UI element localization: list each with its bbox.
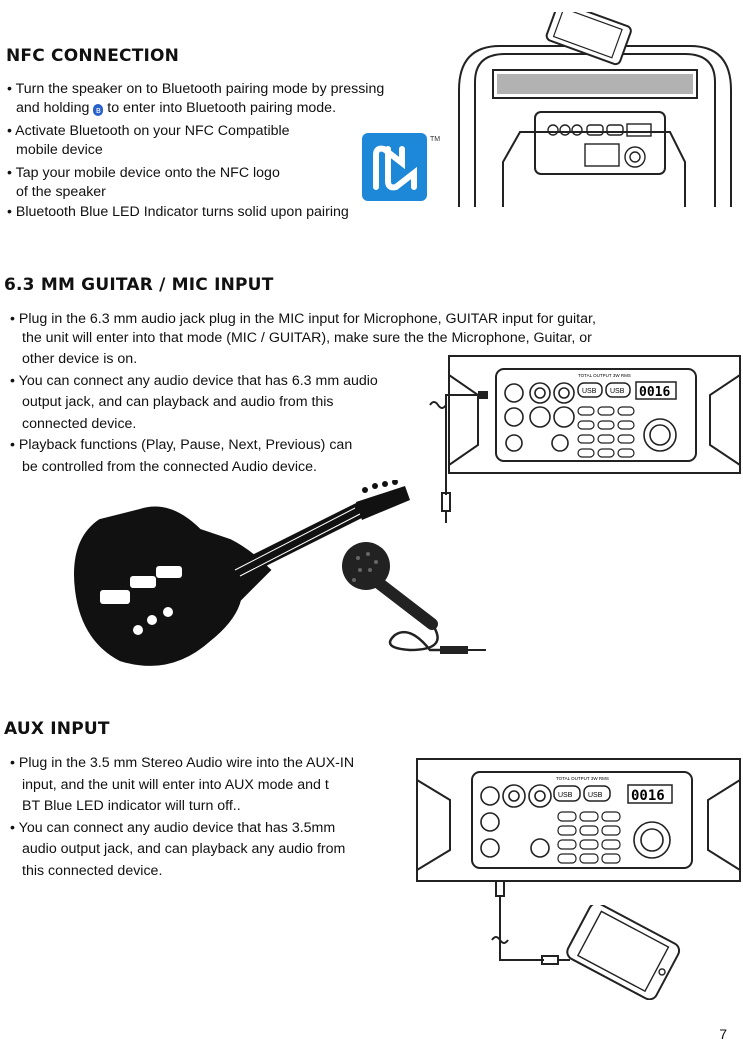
guitar-line-3: other device is on. <box>22 351 138 367</box>
guitar-bullet-3: • Playback functions (Play, Pause, Next,… <box>10 437 353 453</box>
led-display: 0016 <box>639 385 670 400</box>
aux-led-display: 0016 <box>631 788 665 804</box>
guitar-line-8: be controlled from the connected Audio d… <box>22 458 317 475</box>
guitar-text: • Plug in the 6.3 mm audio jack plug in … <box>10 310 710 476</box>
nfc-logo-icon: TM <box>362 133 442 203</box>
guitar-line-6: connected device. <box>22 415 137 432</box>
aux-usb-port-2-label: USB <box>588 792 603 799</box>
bluetooth-icon: ʙ <box>93 103 104 116</box>
microphone-illustration <box>340 540 490 670</box>
nfc-bullet-1: Turn the speaker on to Bluetooth pairing… <box>4 80 444 117</box>
output-label: TOTAL OUTPUT 3W RMS <box>578 373 631 378</box>
nfc-bullets: Turn the speaker on to Bluetooth pairing… <box>4 80 444 222</box>
guitar-cable-illustration <box>416 385 496 525</box>
nfc-heading: NFC CONNECTION <box>6 46 180 66</box>
aux-bullet-1: • Plug in the 3.5 mm Stereo Audio wire i… <box>10 755 355 771</box>
nfc-bullet-3: Tap your mobile device onto the NFC logo… <box>4 164 444 201</box>
aux-text: • Plug in the 3.5 mm Stereo Audio wire i… <box>10 754 430 880</box>
usb-port-2-label: USB <box>610 388 625 395</box>
guitar-line-2: the unit will enter into that mode (MIC … <box>22 329 592 346</box>
guitar-heading: 6.3 MM GUITAR / MIC INPUT <box>4 275 274 295</box>
nfc-bullet-2: Activate Bluetooth on your NFC Compatibl… <box>4 122 444 159</box>
page-number: 7 <box>719 1026 727 1042</box>
aux-heading: AUX INPUT <box>4 719 110 739</box>
aux-output-label: TOTAL OUTPUT 3W RMS <box>556 776 609 781</box>
aux-usb-port-1-label: USB <box>558 792 573 799</box>
electric-guitar-illustration <box>60 479 420 670</box>
guitar-line-5: output jack, and can playback and audio … <box>22 394 334 410</box>
aux-line-6: this connected device. <box>22 862 163 879</box>
aux-cable-illustration <box>484 879 574 970</box>
aux-line-3: BT Blue LED indicator will turn off.. <box>22 798 241 814</box>
guitar-bullet-2: • You can connect any audio device that … <box>10 372 378 389</box>
trademark-label: TM <box>430 136 440 143</box>
usb-port-1-label: USB <box>582 388 597 395</box>
aux-line-2: input, and the unit will enter into AUX … <box>22 776 329 793</box>
aux-line-5: audio output jack, and can playback any … <box>22 841 346 857</box>
nfc-bullet-4: Bluetooth Blue LED Indicator turns solid… <box>4 203 444 222</box>
guitar-bullet-1: • Plug in the 6.3 mm audio jack plug in … <box>10 311 596 327</box>
aux-control-panel-illustration: USB USB 0016 TOTAL OUTPUT 3W RMS <box>416 758 741 883</box>
smartphone-illustration <box>550 902 690 1001</box>
aux-bullet-2: • You can connect any audio device that … <box>10 819 336 836</box>
control-panel-illustration: USB USB 0016 TOTAL OUTPUT 3W RMS <box>448 355 741 475</box>
speaker-top-illustration <box>445 1 743 207</box>
